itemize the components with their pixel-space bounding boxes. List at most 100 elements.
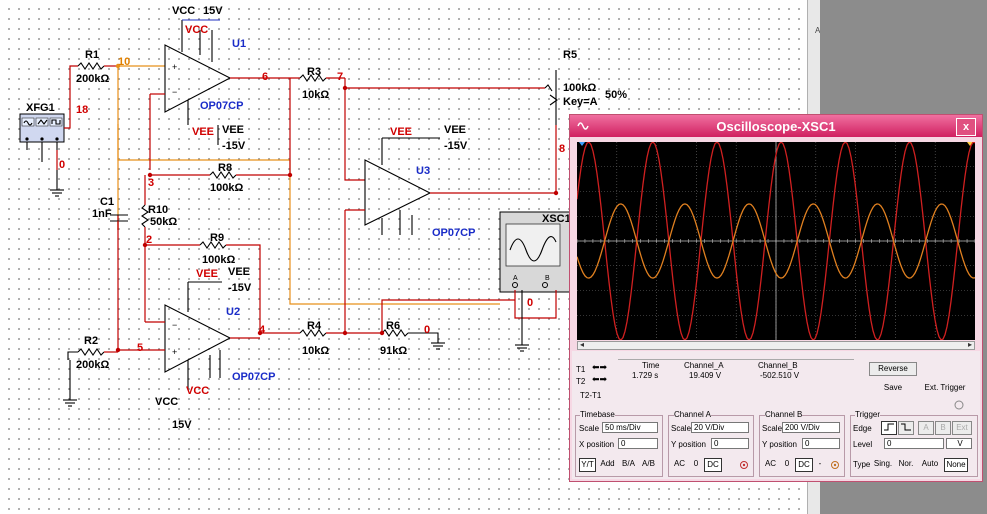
oscilloscope-window[interactable]: Oscilloscope-XSC1 x ◂ ▸ T1 ⬅➡ T2 ⬅➡ T2-T…: [569, 114, 983, 482]
time-header: Time: [642, 361, 660, 370]
channel-b-header: Channel_B: [758, 361, 798, 370]
r5-key: Key=A: [563, 96, 598, 108]
save-button[interactable]: Save: [883, 383, 903, 392]
channel-b-readout: -502.510 V: [760, 371, 800, 380]
channel-a-scale-field[interactable]: 20 V/Div: [691, 422, 749, 433]
c1-value: 1nF: [92, 208, 112, 220]
oscilloscope-plot: [576, 141, 976, 341]
t2-label: T2: [576, 377, 586, 386]
channel-a-terminal-icon[interactable]: [738, 459, 750, 471]
svg-text:−: −: [172, 320, 177, 330]
channel-b-scale-field[interactable]: 200 V/Div: [782, 422, 840, 433]
channel-b-title: Channel B: [765, 410, 803, 419]
u2-label[interactable]: U2: [226, 306, 241, 318]
t2-arrows-icon[interactable]: ⬅➡: [592, 374, 608, 384]
scroll-left-icon[interactable]: ◂: [580, 340, 585, 349]
trigger-normal-button[interactable]: Nor.: [898, 459, 914, 468]
channel-b-scale-label: Scale: [762, 424, 783, 433]
channel-b-ypos-field[interactable]: 0: [802, 438, 840, 449]
mode-ab-button[interactable]: A/B: [642, 459, 655, 468]
channel-b-invert-button[interactable]: -: [818, 459, 822, 468]
mode-ba-button[interactable]: B/A: [622, 459, 635, 468]
r5-percent: 50%: [605, 89, 628, 101]
u2-vcc-pin: VCC: [186, 385, 210, 397]
r4-label[interactable]: R4: [307, 320, 322, 332]
mode-add-button[interactable]: Add: [600, 459, 615, 468]
r10-label[interactable]: R10: [148, 204, 169, 216]
x-position-label: X position: [579, 440, 615, 449]
channel-b-terminal-icon[interactable]: [829, 459, 841, 471]
screen-scrollbar[interactable]: ◂ ▸: [577, 340, 975, 350]
channel-b-dc-button[interactable]: DC: [795, 458, 813, 472]
ext-trigger-button[interactable]: Ext. Trigger: [924, 383, 966, 392]
u3-vee-label: VEE: [444, 124, 467, 136]
net-0a: 0: [59, 159, 66, 171]
net-5: 5: [137, 342, 144, 354]
t1-label: T1: [576, 365, 586, 374]
channel-a-scale-label: Scale: [671, 424, 692, 433]
oscilloscope-titlebar[interactable]: Oscilloscope-XSC1 x: [570, 115, 982, 137]
r3-label[interactable]: R3: [307, 66, 322, 78]
r1-label[interactable]: R1: [85, 49, 100, 61]
channel-a-group: [668, 415, 754, 477]
channel-a-ypos-label: Y position: [671, 440, 706, 449]
channel-a-ypos-field[interactable]: 0: [711, 438, 749, 449]
oscilloscope-screen[interactable]: [576, 141, 976, 341]
trigger-auto-button[interactable]: Auto: [921, 459, 939, 468]
c1-label[interactable]: C1: [100, 196, 115, 208]
corner-letter: A: [815, 26, 821, 35]
trigger-level-field[interactable]: 0: [884, 438, 944, 449]
trigger-title: Trigger: [855, 410, 881, 419]
falling-edge-button[interactable]: [898, 421, 914, 435]
trigger-level-unit[interactable]: V: [946, 438, 972, 449]
u1-vee-value: -15V: [222, 140, 246, 152]
x-position-field[interactable]: 0: [618, 438, 658, 449]
reverse-button[interactable]: Reverse: [869, 362, 917, 376]
net-10: 10: [118, 56, 131, 68]
timebase-scale-label: Scale: [579, 424, 600, 433]
scroll-right-icon[interactable]: ▸: [967, 340, 972, 349]
r2-label[interactable]: R2: [84, 335, 99, 347]
net-8: 8: [559, 143, 566, 155]
xsc1-pin-a: A: [513, 275, 518, 282]
xsc1-pin-b: B: [545, 275, 550, 282]
timebase-title: Timebase: [580, 410, 615, 419]
u1-vee-pin: VEE: [192, 126, 215, 138]
u1-label[interactable]: U1: [232, 38, 247, 50]
ext-trigger-terminal-icon[interactable]: [953, 399, 965, 411]
channel-a-ac-button[interactable]: AC: [673, 459, 686, 468]
mode-yt-button[interactable]: Y/T: [579, 458, 596, 472]
r5-label[interactable]: R5: [563, 49, 578, 61]
oscilloscope-icon: [577, 122, 589, 130]
channel-a-trace: [576, 141, 976, 341]
vcc-top-label: VCC: [172, 5, 196, 17]
r4-value: 10kΩ: [302, 345, 330, 357]
r6-label[interactable]: R6: [386, 320, 401, 332]
net-18: 18: [76, 104, 89, 116]
net-2: 2: [146, 234, 153, 246]
trigger-level-label: Level: [853, 440, 873, 449]
r9-label[interactable]: R9: [210, 232, 225, 244]
channel-b-ac-button[interactable]: AC: [764, 459, 777, 468]
trigger-source-a[interactable]: A: [918, 421, 934, 435]
trigger-single-button[interactable]: Sing.: [873, 459, 893, 468]
t1-arrows-icon[interactable]: ⬅➡: [592, 362, 608, 372]
xsc1-label[interactable]: XSC1: [542, 213, 571, 225]
r6-value: 91kΩ: [380, 345, 408, 357]
close-button[interactable]: x: [956, 118, 976, 136]
r8-label[interactable]: R8: [218, 162, 233, 174]
u3-label[interactable]: U3: [416, 165, 431, 177]
rising-edge-button[interactable]: [881, 421, 897, 435]
trigger-source-b[interactable]: B: [935, 421, 951, 435]
trigger-none-button[interactable]: None: [944, 458, 968, 472]
trigger-source-ext[interactable]: Ext: [952, 421, 972, 435]
timebase-scale-field[interactable]: 50 ms/Div: [602, 422, 658, 433]
channel-a-dc-button[interactable]: DC: [704, 458, 722, 472]
oscilloscope-controls: T1 ⬅➡ T2 ⬅➡ T2-T1 Time Channel_A Channel…: [572, 351, 980, 479]
net-7: 7: [337, 71, 344, 83]
t2t1-label: T2-T1: [580, 391, 602, 400]
time-readout: 1.729 s: [632, 371, 659, 380]
channel-a-zero-button[interactable]: 0: [693, 459, 699, 468]
xfg1-label[interactable]: XFG1: [26, 102, 55, 114]
channel-b-zero-button[interactable]: 0: [784, 459, 790, 468]
